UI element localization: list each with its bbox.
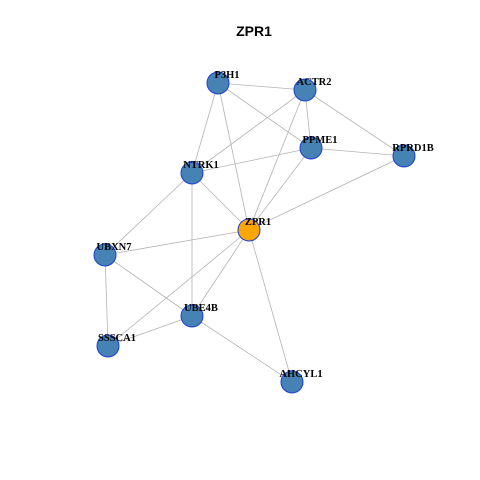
edge-ppme1-ntrk1 <box>191 147 312 174</box>
node-label-ppme1: PPME1 <box>303 135 338 146</box>
node-label-ahcyl1: AHCYL1 <box>279 369 322 380</box>
edge-p3h1-ntrk1 <box>191 82 219 174</box>
edge-ube4b-sssca1 <box>107 315 193 347</box>
edge-ubxn7-sssca1 <box>104 254 109 347</box>
edge-rprd1b-zpr1 <box>248 155 405 231</box>
edge-ntrk1-ubxn7 <box>104 172 193 256</box>
node-zpr1[interactable] <box>237 218 261 242</box>
edge-actr2-zpr1 <box>248 89 306 231</box>
node-ahcyl1[interactable] <box>280 370 304 394</box>
node-actr2[interactable] <box>293 78 317 102</box>
edge-ube4b-ahcyl1 <box>191 315 293 383</box>
edge-ubxn7-ube4b <box>104 254 193 317</box>
node-label-sssca1: SSSCA1 <box>98 333 136 344</box>
edge-ntrk1-zpr1 <box>191 172 250 231</box>
node-ubxn7[interactable] <box>93 243 117 267</box>
edge-zpr1-sssca1 <box>107 229 250 347</box>
node-label-actr2: ACTR2 <box>296 77 331 88</box>
edge-layer <box>104 82 405 383</box>
edge-actr2-rprd1b <box>304 89 405 157</box>
node-label-p3h1: P3H1 <box>214 70 239 81</box>
node-label-rprd1b: RPRD1B <box>392 143 433 154</box>
node-ube4b[interactable] <box>180 304 204 328</box>
edge-zpr1-ahcyl1 <box>248 229 293 383</box>
node-layer <box>93 71 416 394</box>
node-label-ntrk1: NTRK1 <box>183 160 219 171</box>
node-label-ubxn7: UBXN7 <box>96 242 131 253</box>
node-p3h1[interactable] <box>206 71 230 95</box>
edge-p3h1-actr2 <box>217 82 306 91</box>
edge-actr2-ntrk1 <box>191 89 306 174</box>
edge-zpr1-ubxn7 <box>104 229 250 256</box>
node-label-ube4b: UBE4B <box>184 303 218 314</box>
node-label-zpr1: ZPR1 <box>245 217 271 228</box>
edge-p3h1-zpr1 <box>217 82 250 231</box>
node-sssca1[interactable] <box>96 334 120 358</box>
edge-ppme1-rprd1b <box>310 147 405 157</box>
edge-zpr1-ube4b <box>191 229 250 317</box>
node-ppme1[interactable] <box>299 136 323 160</box>
graph-title: ZPR1 <box>236 23 272 39</box>
edge-p3h1-ppme1 <box>217 82 312 149</box>
node-ntrk1[interactable] <box>180 161 204 185</box>
node-rprd1b[interactable] <box>392 144 416 168</box>
edge-ppme1-zpr1 <box>248 147 312 231</box>
